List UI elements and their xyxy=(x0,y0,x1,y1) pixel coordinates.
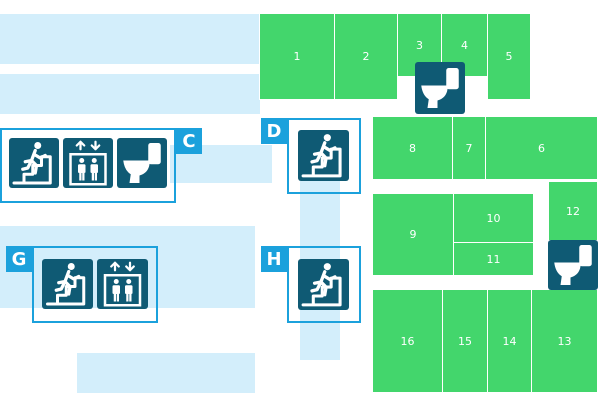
group-h-box xyxy=(287,246,361,323)
elevator-icon[interactable] xyxy=(97,259,148,309)
group-d-label[interactable]: D xyxy=(261,118,287,144)
stairs-icon[interactable] xyxy=(42,259,93,309)
room-10[interactable]: 10 xyxy=(453,193,534,243)
room-7[interactable]: 7 xyxy=(452,116,486,180)
toilet-icon[interactable] xyxy=(548,240,598,290)
group-h-label[interactable]: H xyxy=(261,246,287,272)
room-16[interactable]: 16 xyxy=(372,289,443,393)
group-d-box xyxy=(287,118,361,194)
corridor xyxy=(77,353,255,393)
toilet-icon[interactable] xyxy=(117,138,167,188)
room-6[interactable]: 6 xyxy=(485,116,598,180)
room-11[interactable]: 11 xyxy=(453,242,534,276)
group-g-box xyxy=(32,246,158,323)
room-8[interactable]: 8 xyxy=(372,116,453,180)
group-c-box xyxy=(0,128,176,203)
group-g-label[interactable]: G xyxy=(6,246,32,272)
stairs-icon[interactable] xyxy=(298,259,349,310)
corridor xyxy=(0,74,260,114)
room-12[interactable]: 12 xyxy=(548,181,598,241)
elevator-icon[interactable] xyxy=(63,138,113,188)
room-13[interactable]: 13 xyxy=(531,289,598,393)
room-2[interactable]: 2 xyxy=(334,13,398,100)
stairs-icon[interactable] xyxy=(9,138,59,188)
corridor xyxy=(0,14,260,64)
room-1[interactable]: 1 xyxy=(259,13,335,100)
stairs-icon[interactable] xyxy=(298,130,349,181)
room-15[interactable]: 15 xyxy=(442,289,488,393)
group-c-label[interactable]: C xyxy=(176,128,202,154)
room-9[interactable]: 9 xyxy=(372,193,454,276)
room-5[interactable]: 5 xyxy=(487,13,531,100)
toilet-icon[interactable] xyxy=(415,62,465,114)
room-14[interactable]: 14 xyxy=(487,289,532,393)
